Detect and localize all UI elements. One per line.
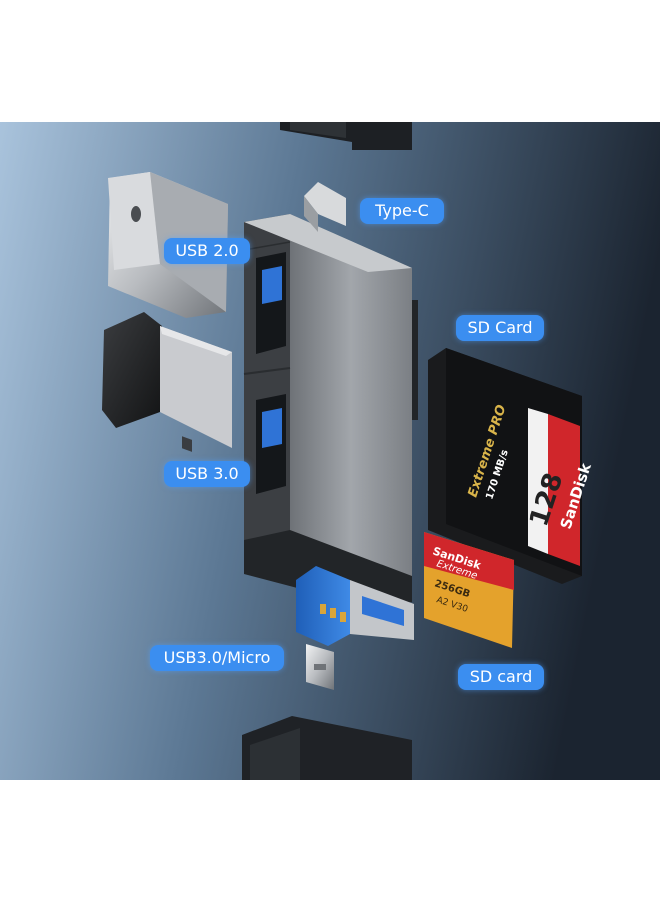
bottom-housing <box>242 716 412 780</box>
sd-card: SanDisk 128 Extreme PRO 170 MB/s <box>428 348 595 584</box>
label-usb-3: USB 3.0 <box>164 461 250 487</box>
label-type-c: Type-C <box>360 198 444 224</box>
hub-body <box>243 182 412 606</box>
otg-adapter <box>296 566 414 690</box>
product-photo: SanDisk 128 Extreme PRO 170 MB/s SanDisk… <box>0 122 660 780</box>
label-sd-card: SD Card <box>456 315 544 341</box>
product-illustration: SanDisk 128 Extreme PRO 170 MB/s SanDisk… <box>0 122 660 780</box>
label-sd-card-micro: SD card <box>458 664 544 690</box>
label-usb-2: USB 2.0 <box>164 238 250 264</box>
top-housing <box>280 122 412 150</box>
sd-slot <box>412 300 418 420</box>
micro-sd-card: SanDisk Extreme 256GB A2 V30 <box>424 532 514 648</box>
label-usb3-micro: USB3.0/Micro <box>150 645 284 671</box>
